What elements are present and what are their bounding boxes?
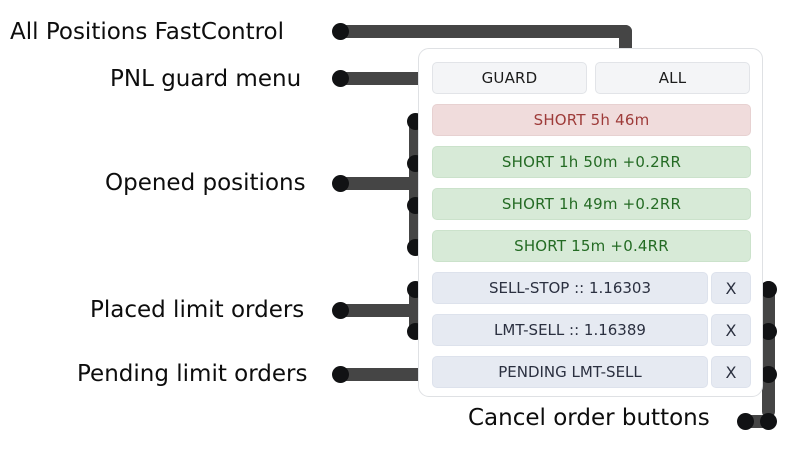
annotation-label-pending-limit-orders: Pending limit orders xyxy=(77,361,308,387)
cancel-order-button[interactable]: X xyxy=(711,272,751,304)
guard-button[interactable]: GUARD xyxy=(432,62,587,94)
cancel-order-button[interactable]: X xyxy=(711,356,751,388)
all-positions-button[interactable]: ALL xyxy=(595,62,750,94)
order-row: PENDING LMT-SELL X xyxy=(432,356,751,388)
leader-dot-placed-orders-origin xyxy=(332,302,349,319)
leader-line-fastcontrol-horizontal xyxy=(336,25,632,38)
annotation-label-pnl-guard: PNL guard menu xyxy=(110,66,302,92)
leader-dot-cancel-origin xyxy=(737,413,754,430)
annotation-label-opened-positions: Opened positions xyxy=(105,170,306,196)
order-label[interactable]: SELL-STOP :: 1.16303 xyxy=(432,272,708,304)
leader-dot-fastcontrol-origin xyxy=(332,23,349,40)
leader-dot-pending-orders-origin xyxy=(332,366,349,383)
order-row: LMT-SELL :: 1.16389 X xyxy=(432,314,751,346)
leader-dot-pnl-guard-origin xyxy=(332,70,349,87)
order-row: SELL-STOP :: 1.16303 X xyxy=(432,272,751,304)
position-row[interactable]: SHORT 1h 50m +0.2RR xyxy=(432,146,751,178)
leader-dot-opened-positions-origin xyxy=(332,175,349,192)
annotation-label-cancel-order-buttons: Cancel order buttons xyxy=(468,405,710,431)
cancel-order-button[interactable]: X xyxy=(711,314,751,346)
leader-line-opened-positions-stem xyxy=(336,177,422,190)
position-row[interactable]: SHORT 5h 46m xyxy=(432,104,751,136)
leader-line-placed-orders-stem xyxy=(336,304,422,317)
leader-dot-cancel-branch-1-end xyxy=(760,281,777,298)
leader-dot-cancel-spine-end xyxy=(760,413,777,430)
leader-dot-cancel-branch-2-end xyxy=(760,323,777,340)
leader-dot-cancel-branch-3-end xyxy=(760,366,777,383)
order-label[interactable]: PENDING LMT-SELL xyxy=(432,356,708,388)
annotation-label-fastcontrol: All Positions FastControl xyxy=(10,19,285,45)
leader-line-cancel-spine xyxy=(762,281,775,418)
position-row[interactable]: SHORT 1h 49m +0.2RR xyxy=(432,188,751,220)
annotation-label-placed-limit-orders: Placed limit orders xyxy=(90,297,305,323)
position-row[interactable]: SHORT 15m +0.4RR xyxy=(432,230,751,262)
fastcontrol-panel: GUARD ALL SHORT 5h 46m SHORT 1h 50m +0.2… xyxy=(418,48,763,397)
order-label[interactable]: LMT-SELL :: 1.16389 xyxy=(432,314,708,346)
